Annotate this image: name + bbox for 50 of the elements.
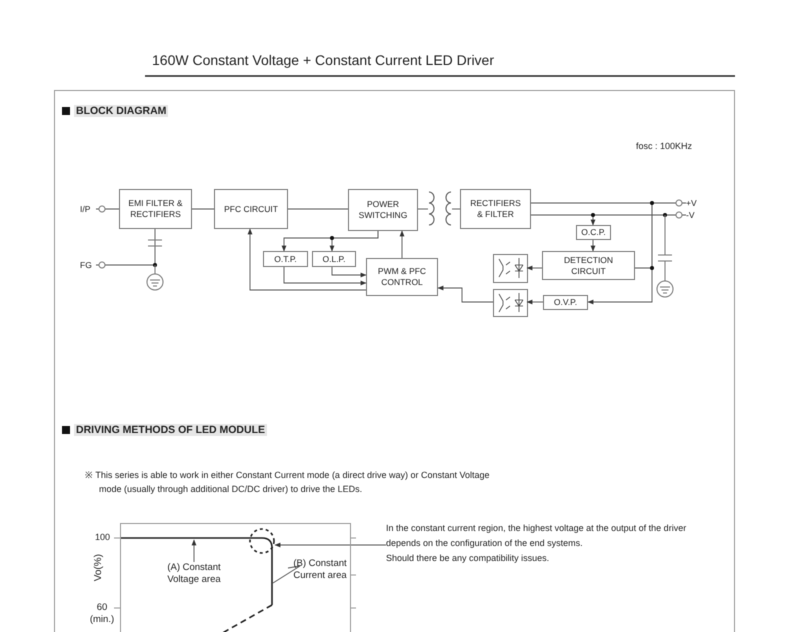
optocoupler-symbol [493,254,528,283]
block-box: EMI FILTER & RECTIFIERS [119,189,192,229]
connector-line [288,208,348,210]
block-box: POWER SWITCHING [348,189,418,231]
arrow [526,300,544,304]
arrow [274,542,386,548]
leader-line [272,566,300,584]
optocoupler-symbol [493,289,528,317]
arrow [330,230,378,252]
arrow [284,266,367,286]
connector-line [418,208,428,210]
section-heading: DRIVING METHODS OF LED MODULE [74,424,267,436]
arrow [332,266,367,278]
connector-line [452,208,460,210]
terminal-label: +V [686,197,697,209]
block-box: DETECTION CIRCUIT [542,251,635,280]
connector-line [192,208,214,210]
chart-annotation: (A) Constant Voltage area [162,562,226,586]
tick-label: 100 [95,532,110,542]
block-box: O.T.P. [263,251,308,267]
block-box: PFC CIRCUIT [214,189,288,229]
block-box: O.L.P. [312,251,356,267]
title-text: 160W Constant Voltage + Constant Current LED Driver [152,52,494,68]
note-text: Should there be any compatibility issues. [386,553,550,563]
block-box: PWM & PFC CONTROL [366,258,438,296]
note-text: In the constant current region, the highest voltage at the output of the driver depends on the configuration of the end systems. [386,521,716,551]
footnote-text: ※ This series is able to work in either Constant Current mode (a direct drive way) or Constant Voltage mode (usually through additional DC/DC driver) to drive the LEDs. [85,469,491,496]
port-label: I/P [80,203,90,215]
transformer-symbol [428,192,452,226]
arrow [530,202,652,304]
chart-annotation: (B) Constant Current area [288,558,352,582]
arrow [526,266,542,270]
terminal-label: -V [686,209,694,221]
block-box: O.V.P. [543,295,588,310]
frequency-note: fosc : 100KHz [636,141,692,151]
arrow [530,214,596,226]
tick-label: 60 (min.) [88,602,116,626]
port-label: FG [80,259,92,271]
block-box: RECTIFIERS & FILTER [460,189,531,229]
section-heading: BLOCK DIAGRAM [74,105,168,117]
arrow [248,228,366,290]
leader-line [192,539,196,562]
block-box: O.C.P. [576,225,611,240]
arrow [400,230,404,258]
connector-line [96,228,156,266]
connector-line [96,208,120,210]
dashed-circle [249,528,275,554]
arrow [590,240,596,252]
arrow [437,286,494,302]
axis-label: Vo(%) [93,554,104,582]
